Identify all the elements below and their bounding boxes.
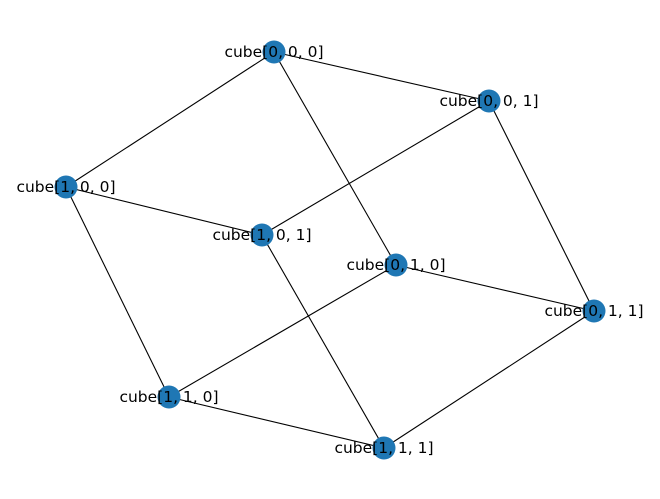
node-label-011: cube[0, 1, 1] [544,302,643,320]
edge-100-110 [65,186,170,398]
edge-100-101 [65,186,263,236]
nodes [54,40,606,460]
node-000 [262,40,286,64]
edge-110-111 [168,396,385,449]
edge-010-110 [168,264,397,398]
node-label-010: cube[0, 1, 0] [346,256,445,274]
labels: cube[0, 0, 0] cube[0, 0, 1] cube[1, 0, 0] c… [16,43,643,457]
node-110 [157,385,181,409]
edge-001-101 [261,100,490,236]
node-label-110: cube[1, 1, 0] [119,388,218,406]
node-label-001: cube[0, 0, 1] [439,92,538,110]
edge-000-010 [273,51,397,266]
node-label-111: cube[1, 1, 1] [334,439,433,457]
node-111 [372,436,396,460]
edge-001-011 [488,100,595,312]
node-101 [250,223,274,247]
node-011 [582,299,606,323]
node-001 [477,89,501,113]
edge-010-011 [395,264,595,312]
edge-000-001 [273,51,490,102]
node-label-100: cube[1, 0, 0] [16,178,115,196]
edge-011-111 [383,310,595,449]
node-100 [54,175,78,199]
edge-000-100 [65,51,275,188]
node-label-000: cube[0, 0, 0] [224,43,323,61]
edge-101-111 [261,234,385,449]
node-label-101: cube[1, 0, 1] [212,226,311,244]
edges [65,51,595,449]
node-010 [384,253,408,277]
